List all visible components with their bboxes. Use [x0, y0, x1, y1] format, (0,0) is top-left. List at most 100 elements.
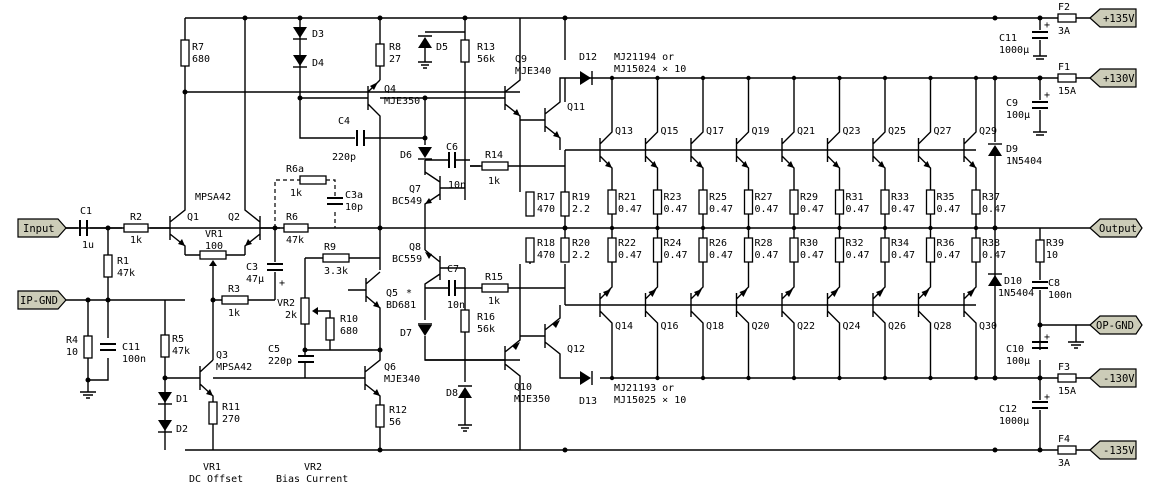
emitter-resistor-value-R38: 0.47 [982, 250, 1006, 261]
fuse-f4-value: 3A [1058, 458, 1070, 469]
junction-top-collector [791, 75, 797, 81]
q4-name: Q4 [384, 84, 396, 95]
junction-bottom-collector [655, 375, 660, 381]
d9-name: D9 [1006, 144, 1018, 155]
emitter-resistor-R22 [607, 237, 617, 263]
c7-name: C7 [447, 264, 459, 275]
emitter-resistor-name-R29: R29 [800, 192, 818, 203]
r39-name: R39 [1046, 238, 1064, 249]
q10-name: Q10 [514, 382, 532, 393]
output-npn-Q27 [917, 78, 932, 190]
emitter-resistor-R23 [652, 189, 663, 215]
junction-top-collector [973, 75, 979, 81]
q4-value: MJE350 [384, 96, 420, 107]
junction-top-collector [746, 75, 751, 81]
port-output: Output [1089, 218, 1143, 238]
port-plus135: +135V [1089, 8, 1137, 28]
emitter-resistor-name-R26: R26 [709, 238, 727, 249]
port-minus135: -135V [1089, 440, 1137, 460]
output-npn-label-Q17: Q17 [706, 126, 724, 137]
c7-value: 10n [447, 300, 465, 311]
port-plus130: +130V [1089, 68, 1137, 88]
output-npn-Q19 [735, 78, 750, 190]
emitter-resistor-R25 [698, 189, 708, 215]
port-opgnd: OP-GND [1089, 315, 1143, 335]
c12-name: C12 [999, 404, 1017, 415]
output-pnp-arrow-Q20 [739, 289, 748, 297]
port-ipgnd-label: IP-GND [20, 295, 58, 307]
q5-value: BD681 [386, 300, 416, 311]
c9-value: 100µ [1006, 110, 1030, 121]
r14-name: R14 [485, 150, 503, 161]
c6-value: 10n [448, 180, 466, 191]
emitter-resistor-value-R33: 0.47 [891, 204, 915, 215]
output-npn-label-Q25: Q25 [888, 126, 906, 137]
c3-value: 47µ [246, 274, 264, 285]
junction-top-collector [700, 75, 706, 81]
output-pnp-label-Q14: Q14 [615, 321, 633, 332]
r18-name: R18 [537, 238, 555, 249]
r4-value: 10 [66, 347, 78, 358]
junction-bottom-collector [609, 375, 615, 381]
q3-name: Q3 [216, 350, 228, 361]
r5-name: R5 [172, 334, 184, 345]
output-pnp-Q28 [917, 262, 932, 378]
output-pnp-arrow-Q22 [785, 289, 793, 297]
c1-name: C1 [80, 206, 92, 217]
svg-text:+: + [1044, 332, 1050, 343]
output-pnp-arrow-Q16 [648, 289, 657, 297]
output-npn-label-Q15: Q15 [661, 126, 679, 137]
vr2-caption-2: Bias Current [276, 474, 348, 485]
emitter-resistor-name-R24: R24 [664, 238, 682, 249]
r13-name: R13 [477, 42, 495, 53]
fuse-f2: F2 3A [1050, 2, 1090, 37]
r9-value: 3.3k [324, 266, 348, 277]
output-pnp-arrow-Q30 [967, 289, 975, 297]
fuse-f3: F3 15A [1050, 362, 1090, 397]
zobel-network: R39 10 C8 100n [1032, 228, 1072, 301]
q10-value: MJE350 [514, 394, 550, 405]
emitter-resistor-value-R27: 0.47 [755, 204, 779, 215]
emitter-resistor-value-R22: 0.47 [618, 250, 642, 261]
emitter-resistor-value-R25: 0.47 [709, 204, 733, 215]
fuse-f3-value: 15A [1058, 386, 1076, 397]
emitter-resistor-R36 [925, 237, 936, 263]
r8-value: 27 [389, 54, 401, 65]
emitter-resistor-R31 [834, 189, 845, 215]
emitter-resistor-value-R36: 0.47 [937, 250, 961, 261]
c12-value: 1000µ [999, 416, 1029, 427]
fuse-f4-name: F4 [1058, 434, 1070, 445]
supply-caps: + + + + C11 1000µ C9 100µ C10 100µ C12 1… [999, 18, 1084, 450]
npn-note-1: MJ21194 or [614, 52, 674, 63]
output-clamp-diodes: D9 1N5404 D10 1N5404 [988, 78, 1042, 378]
output-pnp-label-Q28: Q28 [934, 321, 952, 332]
output-pnp-arrow-Q24 [830, 289, 839, 297]
emitter-resistor-R30 [789, 237, 799, 263]
junction-bottom-collector [791, 375, 797, 381]
vr1-name: VR1 [205, 229, 223, 240]
q7-name: Q7 [409, 184, 421, 195]
output-npn-Q13 [599, 78, 613, 190]
r13-value: 56k [477, 54, 495, 65]
input-stage: C1 1u R2 1k R1 47k R4 10 C11 100n Q1 MPS… [66, 18, 520, 485]
r6a-name: R6a [286, 164, 304, 175]
q6-name: Q6 [384, 362, 396, 373]
d2-name: D2 [176, 424, 188, 435]
r20-value: 2.2 [572, 250, 590, 261]
emitter-resistor-name-R31: R31 [846, 192, 864, 203]
r11-name: R11 [222, 402, 240, 413]
r7-name: R7 [192, 42, 204, 53]
r18-value: 470 [537, 250, 555, 261]
output-npn-label-Q19: Q19 [752, 126, 770, 137]
r4-name: R4 [66, 335, 78, 346]
emitter-resistor-name-R32: R32 [846, 238, 864, 249]
emitter-resistor-name-R22: R22 [618, 238, 636, 249]
vr1-caption-2: DC Offset [189, 474, 243, 485]
d10-name: D10 [1004, 276, 1022, 287]
fuse-f4: F4 3A [1050, 434, 1090, 469]
r17-name: R17 [537, 192, 555, 203]
c10-value: 100µ [1006, 356, 1030, 367]
c8-value: 100n [1048, 290, 1072, 301]
vr2-name: VR2 [277, 298, 295, 309]
c11b-value: 1000µ [999, 45, 1029, 56]
